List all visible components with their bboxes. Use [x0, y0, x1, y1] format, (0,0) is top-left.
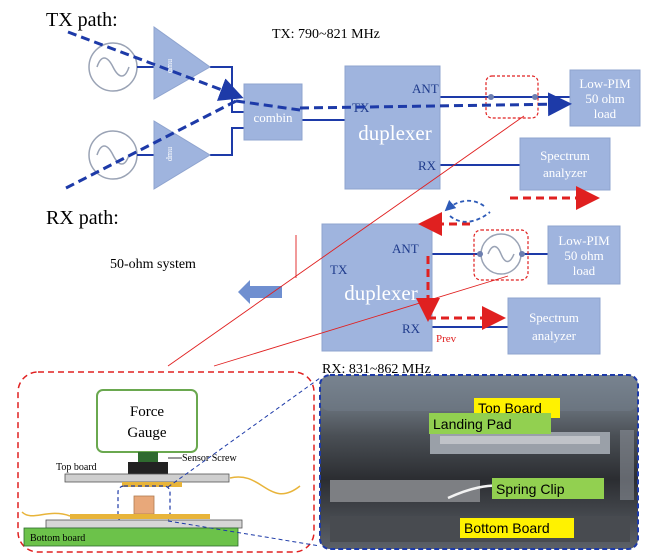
top-board: [64, 473, 230, 483]
rx-reflection-arrows: [444, 199, 491, 223]
analyzer-label-line1: Spectrum: [529, 310, 579, 325]
bottom-board: [23, 527, 239, 547]
force-gauge: Force Gauge: [96, 389, 198, 453]
rx-duplexer: duplexer TX ANT RX: [321, 223, 433, 352]
left-direction-arrow: [238, 280, 282, 304]
top-cable: [229, 476, 301, 495]
force-gauge-line1: Force: [130, 404, 164, 420]
top-board-label: Top board: [56, 462, 97, 473]
tx-amplifier-2: dmu: [153, 120, 211, 190]
tx-connector-highlight: [485, 75, 539, 119]
photo-label-spring-clip: Spring Clip: [492, 478, 604, 499]
sensor-screw-label: Sensor Screw: [182, 453, 237, 464]
tx-combiner: combin: [243, 83, 303, 141]
load-label-line3: load: [594, 106, 617, 121]
duplexer-label: duplexer: [358, 121, 431, 145]
rx-pim-flow-arrows: [416, 186, 600, 330]
force-gauge-line2: Gauge: [127, 425, 166, 441]
top-landing-pad: [122, 482, 182, 487]
leader-lines: [167, 115, 525, 367]
load-label-line2: 50 ohm: [564, 248, 603, 263]
analyzer-label-line2: analyzer: [543, 165, 588, 180]
tx-low-pim-load: Low-PIM 50 ohm load: [569, 69, 641, 127]
tx-signal-flow-arrows: [65, 30, 572, 190]
photo-label-landing-pad: Landing Pad: [429, 413, 551, 434]
photo-top-board-text: Top Board: [478, 400, 542, 416]
amplifier-label: dmu: [165, 59, 174, 73]
sensor-screw: Sensor Screw: [128, 452, 237, 474]
bottom-landing-pad: [70, 514, 210, 519]
combiner-label: combin: [254, 110, 293, 125]
fixture-panel-border: [17, 371, 315, 553]
bottom-board-label: Bottom board: [30, 533, 85, 544]
photo-landing-pad-text: Landing Pad: [433, 416, 512, 432]
bottom-board-top-layer: [45, 519, 243, 529]
tx-band-label: TX: 790~821 MHz: [272, 27, 380, 42]
load-label-line1: Low-PIM: [558, 233, 610, 248]
amplifier-label: dmu: [165, 147, 174, 161]
duplexer-port-ant: ANT: [392, 241, 419, 256]
tx-amplifier-1: dmu: [153, 26, 211, 100]
photo-spring-clip-text: Spring Clip: [496, 481, 565, 497]
tx-duplexer: duplexer TX ANT RX: [344, 65, 441, 190]
rx-pim-source-highlight: [473, 229, 529, 281]
spring-clip: [133, 495, 155, 515]
load-label-line3: load: [573, 263, 596, 278]
prev-label: Prev: [436, 333, 457, 345]
system-label: 50-ohm system: [110, 257, 196, 272]
duplexer-label: duplexer: [344, 281, 417, 305]
rx-path-heading: RX path:: [46, 207, 119, 229]
tx-spectrum-analyzer: Spectrum analyzer: [519, 137, 611, 191]
load-label-line1: Low-PIM: [579, 76, 631, 91]
rx-low-pim-load: Low-PIM 50 ohm load: [547, 225, 621, 285]
analyzer-label-line2: analyzer: [532, 328, 577, 343]
tx-path-heading: TX path:: [46, 9, 118, 31]
analyzer-label-line1: Spectrum: [540, 148, 590, 163]
rx-band-label: RX: 831~862 MHz: [322, 362, 431, 377]
duplexer-port-rx: RX: [402, 321, 421, 336]
bottom-cable: [21, 511, 71, 517]
rx-spectrum-analyzer: Spectrum analyzer: [507, 297, 601, 355]
photo-bottom-board-text: Bottom Board: [464, 520, 550, 536]
photo-label-bottom-board: Bottom Board: [460, 518, 574, 538]
zoom-lines: [167, 377, 321, 547]
load-label-line2: 50 ohm: [585, 91, 624, 106]
duplexer-port-ant: ANT: [412, 81, 439, 96]
duplexer-port-tx: TX: [330, 262, 348, 277]
duplexer-port-rx: RX: [418, 158, 437, 173]
clip-detail-highlight: [117, 485, 171, 523]
